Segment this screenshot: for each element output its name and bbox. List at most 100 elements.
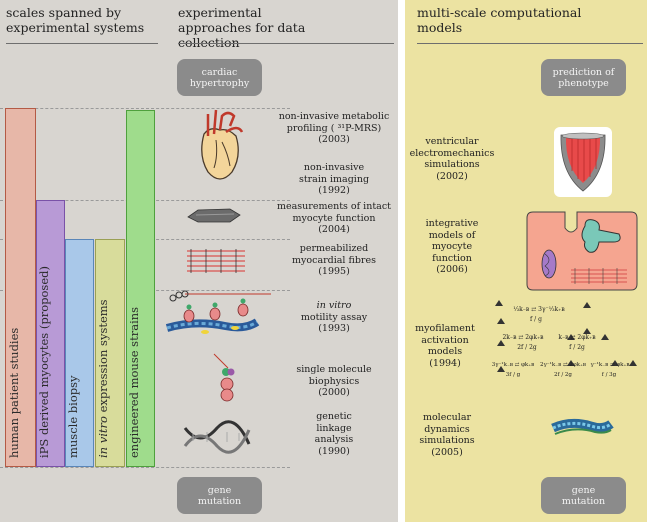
model-molecular-dynamics: molecular dynamics simulations (2005): [407, 412, 487, 458]
myofilament-eq-row2-frac-a: 2f / 2g: [517, 344, 537, 351]
header-approaches-rule: [178, 43, 394, 44]
approach-permeabilized-fibres: permeabilized myocardial fibres (1995): [272, 243, 396, 278]
pill-gene-mutation-right: gene mutation: [541, 477, 626, 514]
model-molecular-line3: simulations: [419, 435, 475, 446]
myofilament-eq-row1-frac: f / g: [530, 316, 542, 323]
pill-gene-mutation-right-text: gene mutation: [561, 484, 606, 507]
approach-motility-assay: in vitro motility assay (1993): [272, 300, 396, 335]
model-ventricular-line3: simulations: [424, 159, 480, 170]
model-ventricular-year: (2002): [436, 170, 468, 182]
header-scales-rule: [6, 43, 158, 44]
pill-cardiac-hypertrophy: cardiac hypertrophy: [177, 59, 262, 96]
approach-motility-line1: in vitro: [316, 300, 352, 311]
model-ventricular-line2: electromechanics: [409, 147, 495, 159]
approach-intact-myocyte: measurements of intact myocyte function …: [272, 201, 396, 236]
header-scales: scales spanned by experimental systems: [6, 5, 145, 35]
bar-label-engineered-mouse: engineered mouse strains: [126, 306, 141, 458]
approach-31p-mrs-line1: non-invasive metabolic: [278, 111, 390, 122]
approach-motility-line2: motility assay: [300, 311, 368, 323]
approach-genetic-line3: analysis: [314, 434, 354, 445]
model-integrative-myocyte: integrative models of myocyte function (…: [407, 218, 497, 276]
pill-gene-mutation-left-text: gene mutation: [197, 484, 242, 507]
pill-gene-mutation-left: gene mutation: [177, 477, 262, 514]
bar-label-ips-myocytes: iPS derived myocytes (proposed): [36, 266, 51, 458]
model-myofilament-line3: models: [427, 346, 463, 357]
approach-single-molecule-line2: biophysics: [308, 375, 360, 387]
model-integrative-line4: function: [432, 252, 472, 264]
heart-icon: [201, 109, 244, 180]
myofilament-eq-row3b: 2γ⁻¹k₋ʙ ⇄ 2φk₊ʙ: [539, 362, 586, 368]
model-integrative-year: (2006): [436, 264, 468, 275]
approach-permeabilized-year: (1995): [318, 266, 350, 277]
model-ventricular-line1: ventricular: [425, 136, 479, 147]
approach-intact-myocyte-year: (2004): [318, 224, 350, 235]
model-integrative-line3: myocyte: [431, 241, 473, 252]
bar-label-human-patient-studies: human patient studies: [6, 327, 21, 458]
pill-prediction-of-phenotype: prediction of phenotype: [541, 59, 626, 96]
approach-intact-myocyte-line1: measurements of intact: [277, 201, 391, 212]
approach-genetic-year: (1990): [318, 445, 350, 457]
model-molecular-year: (2005): [431, 446, 463, 458]
approach-31p-mrs-year: (2003): [318, 134, 350, 145]
experimental-panel: scales spanned by experimental systems e…: [0, 0, 398, 522]
approach-strain-imaging-line2: strain imaging: [298, 173, 370, 185]
model-myofilament-activation: myofilament activation models (1994): [405, 323, 485, 369]
scale-line-organ: [0, 108, 290, 109]
myofilament-eq-row3a: 3γ⁻¹k₋ʙ ⇄ φk₊ʙ: [491, 362, 535, 368]
pill-cardiac-hypertrophy-text: cardiac hypertrophy: [189, 66, 250, 89]
approach-strain-imaging-line1: non-invasive: [303, 162, 365, 173]
approach-motility-year: (1993): [318, 323, 350, 334]
integrative-cell-model-icon: [526, 211, 638, 291]
myofilament-eq-row1: ¹⁄₃k₋ʙ ⇄ 3γ⁻¹⁄₃k₊ʙ: [513, 306, 565, 313]
approach-permeabilized-line2: myocardial fibres: [292, 254, 376, 266]
approach-genetic-line2: linkage: [316, 422, 352, 434]
myofilament-eq-row2b: k₋ʙ ⇄ 2φk₊ʙ: [558, 334, 596, 341]
myofilament-eq-row3-frac-b: 2f / 2g: [554, 372, 572, 378]
dna-icon: [183, 420, 251, 454]
myofilament-eq-row3-frac-c: f / 3g: [601, 372, 617, 378]
approach-31p-mrs-line2: profiling ( ³¹P-MRS): [286, 122, 382, 134]
model-molecular-line1: molecular: [422, 412, 472, 423]
bar-human-patient-studies: human patient studies: [5, 108, 36, 467]
scale-line-gene: [0, 467, 290, 468]
header-approaches: experimental approaches for data collect…: [178, 5, 306, 50]
model-ventricular-electromechanics: ventricular electromechanics simulations…: [407, 136, 497, 182]
approach-permeabilized-line1: permeabilized: [299, 243, 369, 254]
myofilament-eq-row3c: γ⁻¹k₋ʙ ⇄ φk₊ʙ: [590, 362, 630, 368]
myocyte-icon: [187, 208, 241, 223]
bar-engineered-mouse: engineered mouse strains: [126, 110, 155, 467]
model-myofilament-line1: myofilament: [415, 323, 475, 334]
approach-intact-myocyte-line2: myocyte function: [292, 212, 376, 224]
approach-single-molecule: single molecule biophysics (2000): [272, 364, 396, 399]
bar-label-in-vitro-italic: in vitro: [96, 416, 110, 458]
approach-genetic-linkage: genetic linkage analysis (1990): [292, 411, 376, 457]
approach-strain-imaging: non-invasive strain imaging (1992): [282, 162, 386, 197]
myofilament-eq-row2-frac-b: f / 2g: [569, 344, 585, 351]
bar-label-in-vitro-expression: in vitro expression systems: [96, 299, 110, 458]
ventricle-model-icon: [560, 132, 606, 192]
approach-31p-mrs: non-invasive metabolic profiling ( ³¹P-M…: [272, 111, 396, 146]
single-molecule-icon: [213, 353, 235, 402]
bar-ips-myocytes: iPS derived myocytes (proposed): [36, 200, 65, 467]
myocardial-fibres-icon: [187, 249, 245, 273]
models-panel: multi-scale computational models predict…: [405, 0, 647, 522]
approach-single-molecule-year: (2000): [318, 387, 350, 398]
bar-label-expression-systems: expression systems: [96, 299, 110, 417]
molecular-dynamics-icon: [551, 418, 614, 435]
myofilament-eq-row3-frac-a: 3f / g: [505, 372, 521, 378]
model-integrative-line1: integrative: [425, 218, 479, 229]
pill-prediction-text: prediction of phenotype: [552, 66, 615, 89]
header-models: multi-scale computational models: [417, 5, 582, 35]
bar-label-muscle-biopsy: muscle biopsy: [65, 375, 80, 458]
motility-assay-icon: [165, 290, 271, 334]
approach-single-molecule-line1: single molecule: [296, 364, 372, 375]
approach-genetic-line1: genetic: [316, 411, 352, 422]
model-integrative-line2: models of: [428, 229, 476, 241]
myofilament-eq-row2a: 2k₋ʙ ⇄ 2φk₊ʙ: [502, 334, 544, 341]
model-molecular-line2: dynamics: [424, 423, 470, 435]
approach-strain-imaging-year: (1992): [318, 185, 350, 196]
bar-in-vitro-expression: in vitro expression systems: [95, 239, 125, 467]
header-models-rule: [417, 43, 643, 44]
model-myofilament-year: (1994): [429, 357, 461, 369]
